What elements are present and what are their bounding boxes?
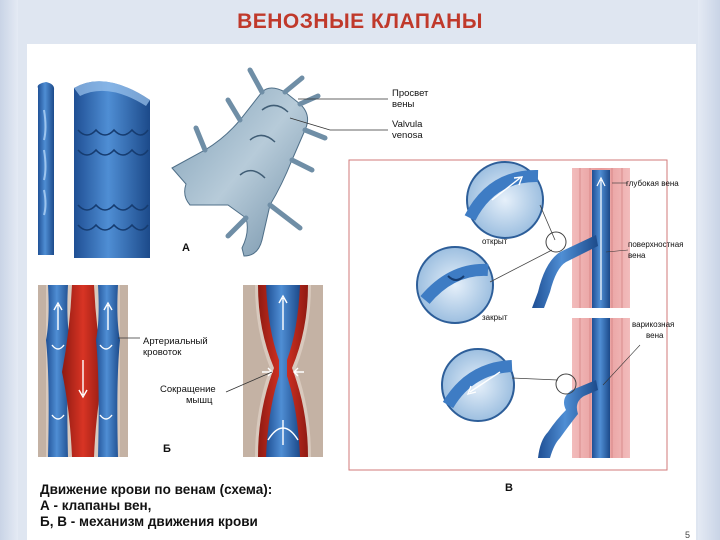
label-varicose-2: вена	[646, 331, 664, 340]
label-valvula-2: venosa	[392, 130, 423, 141]
insufficient-1: Несостоятельный	[357, 353, 429, 362]
normal-valve-3: однонаправленный	[360, 196, 444, 206]
normal-valve-1: Нормальный клапан	[356, 172, 443, 182]
caption-line-1: Движение крови по венам (схема):	[40, 482, 360, 498]
normal-valve-4: ток крови к сердцу	[356, 208, 436, 218]
label-lumen-2: вены	[392, 99, 414, 110]
label-lumen-1: Просвет	[392, 88, 429, 99]
caption-line-3: Б, В - механизм движения крови	[40, 514, 360, 530]
label-b: Б	[163, 443, 171, 455]
label-closed: закрыт	[482, 313, 508, 322]
caption-line-2: А - клапаны вен,	[40, 498, 360, 514]
label-varicose-1: варикозная	[632, 320, 674, 329]
label-open: открыт	[482, 237, 508, 246]
panel-v: Нормальный клапан обеспечивает однонапра…	[349, 160, 683, 494]
caption: Движение крови по венам (схема): А - кла…	[40, 482, 360, 530]
insufficient-4: крови проникает в	[357, 386, 435, 395]
insufficient-6: вены, вызывая их	[357, 408, 431, 417]
label-muscle-2: мышц	[186, 395, 213, 406]
label-superficial-2: вена	[628, 251, 646, 260]
label-superficial-1: поверхностная	[628, 240, 683, 249]
opened-vein	[74, 81, 150, 258]
insufficient-5: поверхностные	[365, 397, 431, 406]
label-arterial-1: Артериальный	[143, 336, 208, 347]
insufficient-3: ретроградный ток	[356, 375, 437, 384]
page-number: 5	[685, 530, 690, 540]
label-v: В	[505, 482, 513, 494]
normal-valve-2: обеспечивает	[370, 184, 428, 194]
insufficient-2: клапан:	[380, 364, 410, 373]
insufficient-7: трансформацию	[368, 419, 438, 428]
branching-vein	[172, 88, 308, 256]
label-a: А	[182, 242, 190, 254]
label-arterial-2: кровоток	[143, 347, 182, 358]
label-muscle-1: Сокращение	[160, 384, 216, 395]
panel-b: Артериальный кровоток Сокращение мышц Б	[38, 285, 323, 457]
label-valvula-1: Valvula	[392, 119, 423, 130]
label-deep-vein: глубокая вена	[626, 179, 679, 188]
page-title: ВЕНОЗНЫЕ КЛАПАНЫ	[0, 10, 720, 34]
